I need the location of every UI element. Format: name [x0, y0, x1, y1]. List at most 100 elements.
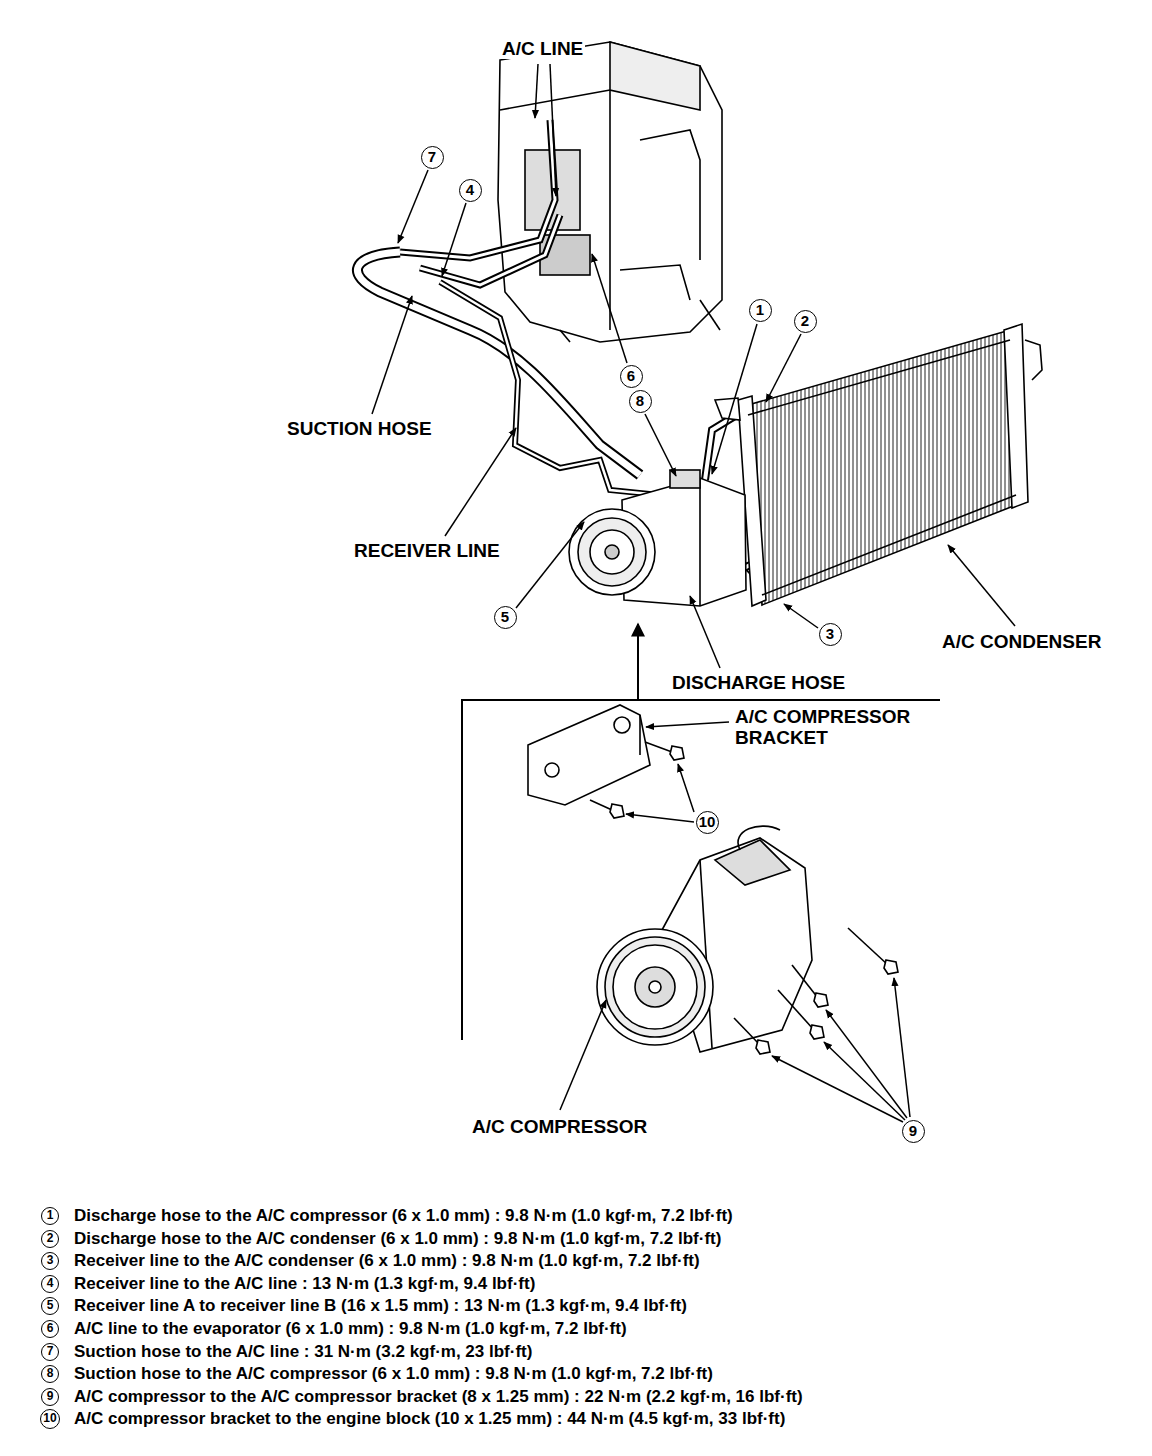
evaporator-unit-part: [610, 42, 700, 110]
callout-number: 4: [41, 1275, 59, 1293]
ac-line-part: [420, 215, 560, 285]
compressor-bolt-part: [814, 993, 828, 1007]
compressor-bracket-part: [528, 705, 650, 805]
compressor-bracket: [528, 705, 650, 805]
evaporator-unit-part: [498, 42, 722, 342]
leader-line-part: [690, 596, 720, 668]
ac-compressor-inset-part: [635, 967, 675, 1007]
leader-line-part: [516, 522, 584, 608]
compressor-bolt-part: [756, 1040, 770, 1054]
leader-line-part: [445, 428, 516, 536]
ac-line: [400, 120, 560, 285]
ac-line-part: [420, 215, 560, 285]
ac-compressor-inset-part: [597, 929, 713, 1045]
callout-number: 9: [902, 1120, 925, 1143]
torque-note: A/C line to the evaporator (6 x 1.0 mm) …: [72, 1319, 629, 1339]
compressor-bolt-part: [848, 928, 888, 965]
leader-line-part: [560, 1000, 606, 1110]
ac-compressor-part: [590, 530, 634, 574]
ac-compressor: [569, 470, 746, 606]
bracket-bolt-part: [590, 800, 612, 810]
callout-number: 9: [41, 1388, 59, 1406]
leader-line-part: [678, 764, 694, 812]
bracket-bolt-part: [670, 746, 684, 760]
leader-line-part: [824, 1042, 905, 1120]
suction-hose: [357, 252, 640, 475]
torque-note: A/C compressor to the A/C compressor bra…: [72, 1387, 805, 1407]
suction-hose-part: [357, 252, 640, 475]
callout-number: 8: [629, 390, 652, 413]
callout-number: 3: [41, 1252, 59, 1270]
ac-compressor-inset-part: [605, 937, 705, 1037]
bracket-bolt-part: [645, 742, 672, 752]
inset-frame: [462, 624, 940, 1040]
compressor-bolt: [734, 928, 898, 1054]
torque-note: A/C compressor bracket to the engine blo…: [72, 1409, 787, 1429]
leader-line-part: [826, 1010, 907, 1118]
leader-line-part: [626, 814, 694, 822]
compressor-bolt-part: [810, 1025, 824, 1039]
part-label: DISCHARGE HOSE: [670, 672, 847, 693]
torque-note: Suction hose to the A/C line : 31 N·m (3…: [72, 1342, 534, 1362]
callout-number: 10: [40, 1409, 60, 1429]
compressor-bracket-part: [639, 715, 641, 755]
torque-note: Discharge hose to the A/C condenser (6 x…: [72, 1229, 723, 1249]
torque-note: Receiver line A to receiver line B (16 x…: [72, 1296, 689, 1316]
torque-note: Discharge hose to the A/C compressor (6 …: [72, 1206, 735, 1226]
ac-condenser-part: [748, 330, 1016, 605]
ac-compressor-inset-part: [649, 981, 661, 993]
leader-line-part: [592, 254, 627, 363]
compressor-bracket-part: [545, 763, 559, 777]
part-label: A/C CONDENSER: [940, 631, 1103, 652]
leader-line-part: [442, 203, 466, 276]
callout-number: 4: [459, 179, 482, 202]
part-label: A/C COMPRESSOR: [470, 1116, 649, 1137]
part-label: A/C COMPRESSOR BRACKET: [733, 706, 952, 748]
torque-note: Receiver line to the A/C condenser (6 x …: [72, 1251, 702, 1271]
ac-compressor-inset-part: [738, 826, 780, 850]
leader-line-part: [372, 296, 412, 414]
evaporator-unit-part: [500, 90, 610, 110]
callout-number: 3: [819, 623, 842, 646]
ac-compressor-inset-part: [715, 840, 790, 885]
callout-number: 2: [41, 1230, 59, 1248]
callout-number: 7: [421, 146, 444, 169]
callout-number: 2: [794, 310, 817, 333]
evaporator-unit-part: [560, 330, 570, 342]
ac-condenser: [715, 324, 1042, 606]
callout-number: 1: [41, 1207, 59, 1225]
bracket-bolt: [590, 742, 684, 818]
leader-line-part: [398, 170, 428, 243]
leader-line: [372, 64, 1015, 1122]
callout-number: 6: [620, 365, 643, 388]
leader-line-part: [645, 414, 676, 476]
part-label: SUCTION HOSE: [285, 418, 434, 439]
torque-note: Receiver line to the A/C line : 13 N·m (…: [72, 1274, 537, 1294]
ac-compressor-part: [699, 478, 701, 606]
evaporator-unit-part: [640, 130, 700, 260]
ac-line-part: [400, 120, 555, 258]
callout-number: 5: [494, 606, 517, 629]
ac-condenser-part: [748, 340, 1010, 415]
ac-compressor-part: [578, 518, 646, 586]
leader-line-part: [646, 722, 729, 727]
callout-number: 1: [749, 299, 772, 322]
part-label: A/C LINE: [500, 38, 585, 59]
evaporator-unit-part: [700, 300, 720, 330]
ac-compressor-inset: [597, 826, 812, 1052]
ac-condenser-part: [1004, 324, 1028, 508]
leader-line-part: [784, 604, 818, 628]
bracket-bolt-part: [610, 804, 624, 818]
ac-compressor-inset-part: [613, 945, 697, 1029]
compressor-bolt-part: [792, 965, 818, 998]
callout-number: 5: [41, 1297, 59, 1315]
leader-line-part: [535, 64, 538, 118]
callout-number: 7: [41, 1343, 59, 1361]
callout-number: 10: [696, 811, 719, 834]
leader-line-part: [772, 1056, 903, 1122]
torque-note: Suction hose to the A/C compressor (6 x …: [72, 1364, 715, 1384]
ac-compressor-part: [569, 509, 655, 595]
callout-number: 6: [41, 1320, 59, 1338]
